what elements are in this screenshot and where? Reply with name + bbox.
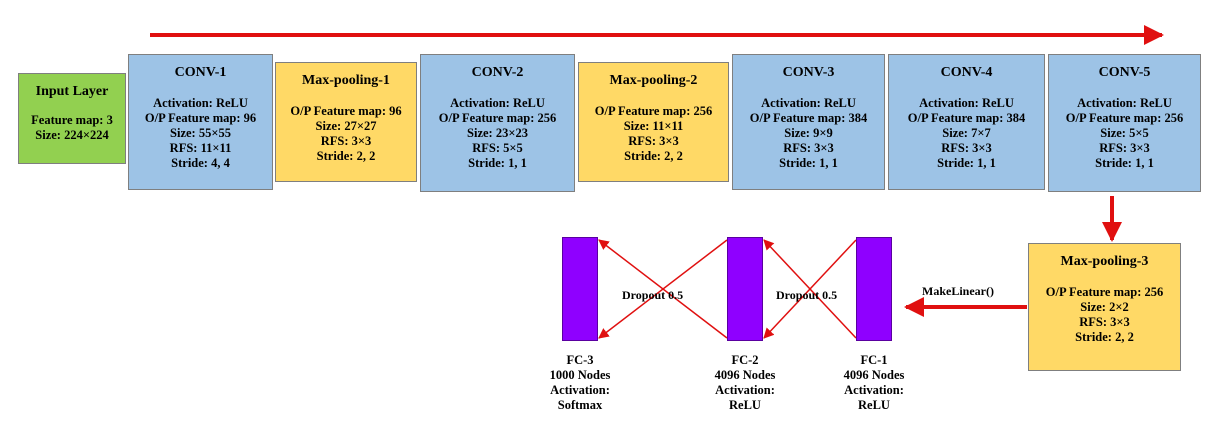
maxpool2-title: Max-pooling-2 — [609, 73, 698, 88]
maxpool1-line: O/P Feature map: 96 — [290, 104, 402, 118]
dropout-label-right: Dropout 0.5 — [776, 288, 838, 302]
maxpool3-line: Size: 2×2 — [1080, 300, 1129, 314]
cross-line-fc2-bottom-to-fc3-top — [598, 239, 728, 339]
maxpool1-line: Size: 27×27 — [315, 119, 377, 133]
conv2-line: Activation: ReLU — [450, 96, 545, 110]
conv5-title: CONV-5 — [1098, 65, 1151, 80]
maxpool1-box: Max-pooling-1 O/P Feature map: 96 Size: … — [275, 62, 417, 182]
fc1-label-line: 4096 Nodes — [843, 368, 905, 382]
conv3-line: Stride: 1, 1 — [779, 156, 838, 170]
conv4-box: CONV-4 Activation: ReLU O/P Feature map:… — [888, 54, 1045, 190]
conv3-line: O/P Feature map: 384 — [749, 111, 868, 125]
conv1-line: Size: 55×55 — [170, 126, 231, 140]
conv2-line: Stride: 1, 1 — [468, 156, 527, 170]
fc2-label-line: Activation: — [715, 383, 775, 397]
fc2-label-line: FC-2 — [731, 353, 759, 367]
conv1-title: CONV-1 — [174, 65, 227, 80]
conv4-line: O/P Feature map: 384 — [907, 111, 1026, 125]
fc3-label: FC-3 1000 Nodes Activation: Softmax — [535, 353, 625, 413]
input-layer-box: Input Layer Feature map: 3 Size: 224×224 — [18, 73, 126, 164]
maxpool2-line: RFS: 3×3 — [628, 134, 679, 148]
input-layer-title: Input Layer — [35, 84, 109, 99]
conv5-line: Activation: ReLU — [1077, 96, 1172, 110]
maxpool3-line: O/P Feature map: 256 — [1045, 285, 1164, 299]
conv4-line: Activation: ReLU — [919, 96, 1014, 110]
fc2-layer-bar — [727, 237, 763, 341]
conv5-line: Size: 5×5 — [1100, 126, 1149, 140]
maxpool1-line: RFS: 3×3 — [320, 134, 372, 148]
conv5-line: O/P Feature map: 256 — [1065, 111, 1184, 125]
maxpool3-title: Max-pooling-3 — [1060, 254, 1149, 269]
conv4-line: Size: 7×7 — [942, 126, 991, 140]
conv4-title: CONV-4 — [940, 65, 993, 80]
fc3-label-line: Activation: — [550, 383, 610, 397]
fc1-layer-bar — [856, 237, 892, 341]
fc2-label-line: 4096 Nodes — [714, 368, 776, 382]
fc2-label-line: ReLU — [729, 398, 761, 412]
fc3-label-line: 1000 Nodes — [549, 368, 611, 382]
conv3-title: CONV-3 — [782, 65, 835, 80]
fc1-label-line: FC-1 — [860, 353, 888, 367]
maxpool2-box: Max-pooling-2 O/P Feature map: 256 Size:… — [578, 62, 729, 182]
conv3-line: RFS: 3×3 — [783, 141, 834, 155]
conv4-line: RFS: 3×3 — [941, 141, 992, 155]
cross-line-fc1-bottom-to-fc2-top — [763, 239, 857, 339]
conv1-line: O/P Feature map: 96 — [144, 111, 257, 125]
conv1-box: CONV-1 Activation: ReLU O/P Feature map:… — [128, 54, 273, 190]
conv5-box: CONV-5 Activation: ReLU O/P Feature map:… — [1048, 54, 1201, 192]
fc2-label: FC-2 4096 Nodes Activation: ReLU — [700, 353, 790, 413]
conv4-line: Stride: 1, 1 — [937, 156, 996, 170]
conv1-line: Activation: ReLU — [153, 96, 248, 110]
maxpool2-line: Stride: 2, 2 — [624, 149, 683, 163]
conv3-line: Activation: ReLU — [761, 96, 856, 110]
conv3-box: CONV-3 Activation: ReLU O/P Feature map:… — [732, 54, 885, 190]
maxpool1-title: Max-pooling-1 — [302, 73, 390, 88]
maxpool3-line: RFS: 3×3 — [1079, 315, 1130, 329]
conv2-title: CONV-2 — [471, 65, 524, 80]
maxpool3-line: Stride: 2, 2 — [1075, 330, 1134, 344]
maxpool2-line: Size: 11×11 — [623, 119, 684, 133]
fc3-label-line: FC-3 — [566, 353, 594, 367]
dropout-label-left: Dropout 0.5 — [622, 288, 684, 302]
fc1-label-line: ReLU — [858, 398, 890, 412]
maxpool1-line: Stride: 2, 2 — [316, 149, 376, 163]
conv1-line: RFS: 11×11 — [169, 141, 232, 155]
conv5-line: RFS: 3×3 — [1099, 141, 1150, 155]
conv2-line: RFS: 5×5 — [472, 141, 523, 155]
conv3-line: Size: 9×9 — [784, 126, 833, 140]
maxpool3-box: Max-pooling-3 O/P Feature map: 256 Size:… — [1028, 243, 1181, 371]
conv2-line: Size: 23×23 — [467, 126, 528, 140]
conv2-line: O/P Feature map: 256 — [438, 111, 557, 125]
conv2-box: CONV-2 Activation: ReLU O/P Feature map:… — [420, 54, 575, 192]
input-layer-line: Feature map: 3 — [31, 113, 113, 127]
fc1-label-line: Activation: — [844, 383, 904, 397]
conv1-line: Stride: 4, 4 — [171, 156, 230, 170]
fc1-label: FC-1 4096 Nodes Activation: ReLU — [829, 353, 919, 413]
fc3-layer-bar — [562, 237, 598, 341]
make-linear-label: MakeLinear() — [922, 284, 994, 298]
input-layer-line: Size: 224×224 — [35, 128, 109, 142]
fc3-label-line: Softmax — [557, 398, 603, 412]
conv5-line: Stride: 1, 1 — [1095, 156, 1154, 170]
maxpool2-line: O/P Feature map: 256 — [594, 104, 713, 118]
